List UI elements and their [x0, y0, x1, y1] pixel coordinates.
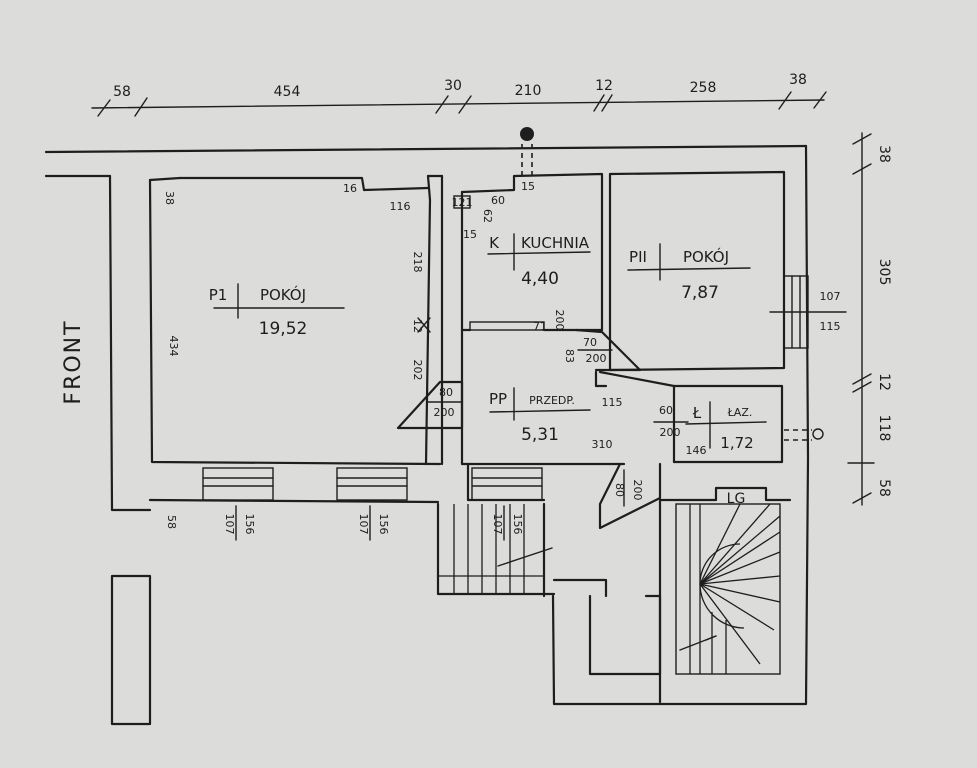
right-dimension-line: [847, 132, 875, 506]
top-dim-4: 210: [515, 83, 542, 99]
room-hall-area: 5,31: [521, 425, 559, 445]
dim-116: 116: [390, 200, 411, 213]
right-dim-1: 38: [876, 145, 892, 163]
dim-12a: 12: [411, 319, 424, 333]
top-dimension-line: [91, 91, 827, 117]
room-p2-code: PII: [629, 248, 647, 266]
dim-w1b: 156: [243, 514, 256, 535]
dim-200a: 200: [553, 310, 566, 331]
dim-202: 202: [411, 360, 424, 381]
dim-60b: 60: [659, 404, 673, 417]
inner-dimensions: 16 116 218 12 202 38 434 58 107 156 107 …: [163, 180, 847, 541]
right-dim-2: 305: [876, 259, 892, 286]
dim-115: 115: [602, 396, 623, 409]
room-bathroom-name: ŁAZ.: [727, 406, 753, 419]
room-p1: P1 POKÓJ 19,52: [209, 283, 345, 339]
stairs-straight: [438, 504, 553, 594]
room-kitchen-name: KUCHNIA: [521, 234, 590, 252]
dim-w3b: 156: [511, 514, 524, 535]
dim-121: 121: [452, 196, 473, 209]
room-p2: PII POKÓJ 7,87: [627, 243, 751, 303]
front-label: FRONT: [61, 319, 86, 404]
room-kitchen: K KUCHNIA 4,40: [487, 233, 591, 289]
room-p1-name: POKÓJ: [260, 285, 306, 304]
dim-w2b: 156: [377, 514, 390, 535]
dim-200e: 200: [631, 480, 644, 501]
room-p1-area: 19,52: [259, 319, 308, 339]
dim-16: 16: [343, 182, 357, 195]
room-hall-name: PRZEDP.: [529, 394, 575, 407]
top-dim-7: 38: [789, 72, 807, 88]
right-dim-4: 118: [876, 415, 892, 442]
dim-38: 38: [163, 191, 176, 205]
stair-label: LG: [727, 491, 746, 507]
dim-310: 310: [592, 438, 613, 451]
dim-58: 58: [165, 515, 178, 529]
dim-80a: 80: [439, 386, 453, 399]
dim-w1a: 107: [223, 514, 236, 535]
vent-marks: [520, 127, 824, 441]
room-kitchen-code: K: [489, 234, 500, 252]
dim-w3a: 107: [491, 514, 504, 535]
dim-w2a: 107: [357, 514, 370, 535]
room-bathroom-code: Ł: [692, 404, 702, 422]
dim-15a: 15: [521, 180, 535, 193]
dim-115r: 115: [820, 320, 841, 333]
dim-62: 62: [481, 209, 494, 223]
dim-218: 218: [411, 252, 424, 273]
outer-walls: [44, 144, 810, 726]
dim-60a: 60: [491, 194, 505, 207]
dim-80b: 80: [613, 483, 626, 497]
dim-200c: 200: [434, 406, 455, 419]
stairs-winding: [675, 503, 781, 675]
dim-71: 71: [533, 320, 547, 333]
dim-83: 83: [563, 349, 576, 363]
dim-107r: 107: [820, 290, 841, 303]
room-p2-area: 7,87: [681, 283, 719, 303]
room-bathroom: Ł ŁAZ. 1,72: [685, 401, 767, 452]
top-dim-2: 454: [274, 84, 301, 100]
dim-200b: 200: [586, 352, 607, 365]
top-dim-1: 58: [113, 84, 131, 100]
room-bathroom-area: 1,72: [720, 434, 753, 452]
dim-15b: 15: [463, 228, 477, 241]
room-hall: PP PRZEDP. 5,31: [489, 387, 591, 445]
room-hall-code: PP: [489, 390, 507, 408]
right-dim-5: 58: [876, 479, 892, 497]
dim-146: 146: [686, 444, 707, 457]
dim-70: 70: [583, 336, 597, 349]
room-p2-name: POKÓJ: [683, 247, 729, 266]
right-dim-3: 12: [876, 373, 892, 391]
room-kitchen-area: 4,40: [521, 269, 559, 289]
top-dim-3: 30: [444, 78, 462, 94]
top-dim-6: 258: [690, 80, 717, 96]
dim-434: 434: [167, 336, 180, 357]
room-p1-code: P1: [209, 286, 228, 304]
windows: [202, 275, 809, 501]
top-dim-5: 12: [595, 78, 613, 94]
dim-200d: 200: [660, 426, 681, 439]
